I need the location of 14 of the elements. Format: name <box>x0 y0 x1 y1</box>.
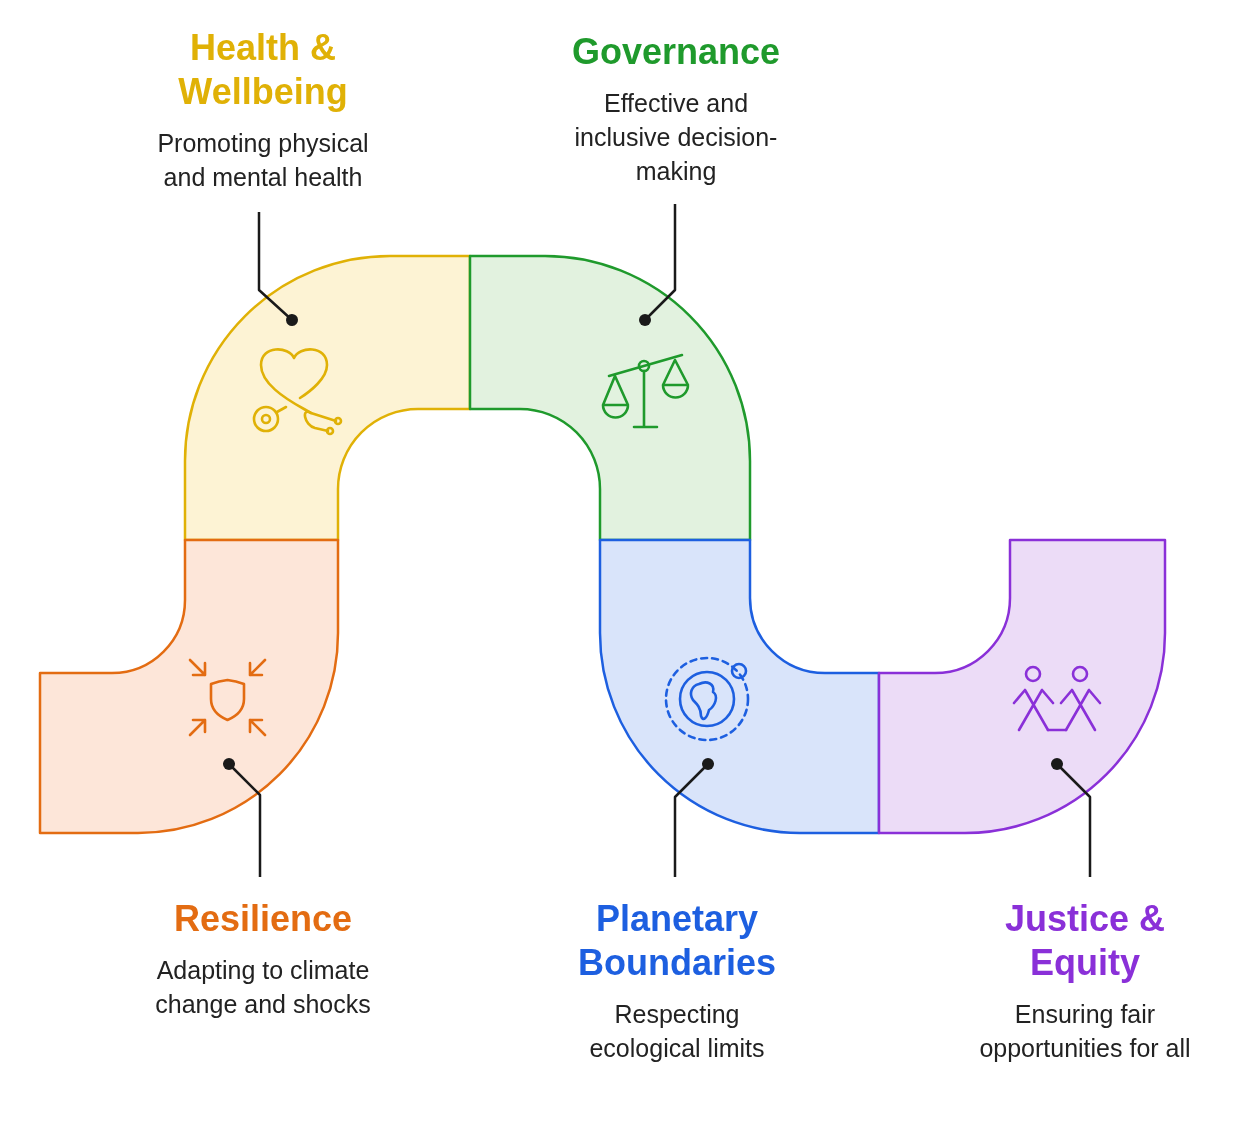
leader-line <box>673 758 714 877</box>
description: Respecting ecological limits <box>588 999 766 1064</box>
description: Adapting to climate change and shocks <box>154 955 372 1020</box>
description: Promoting physical and mental health <box>156 128 370 193</box>
heading: Health & Wellbeing <box>177 26 349 114</box>
heading: Justice & Equity <box>1003 897 1167 985</box>
description: Ensuring fair opportunities for all <box>978 999 1192 1064</box>
description: Effective and inclusive decision-making <box>573 88 779 187</box>
heading: Governance <box>570 30 782 74</box>
heading: Resilience <box>172 897 354 941</box>
heading: Planetary Boundaries <box>576 897 777 985</box>
leader-line <box>1051 758 1092 877</box>
leader-line <box>639 204 677 326</box>
leader-line <box>223 758 262 877</box>
